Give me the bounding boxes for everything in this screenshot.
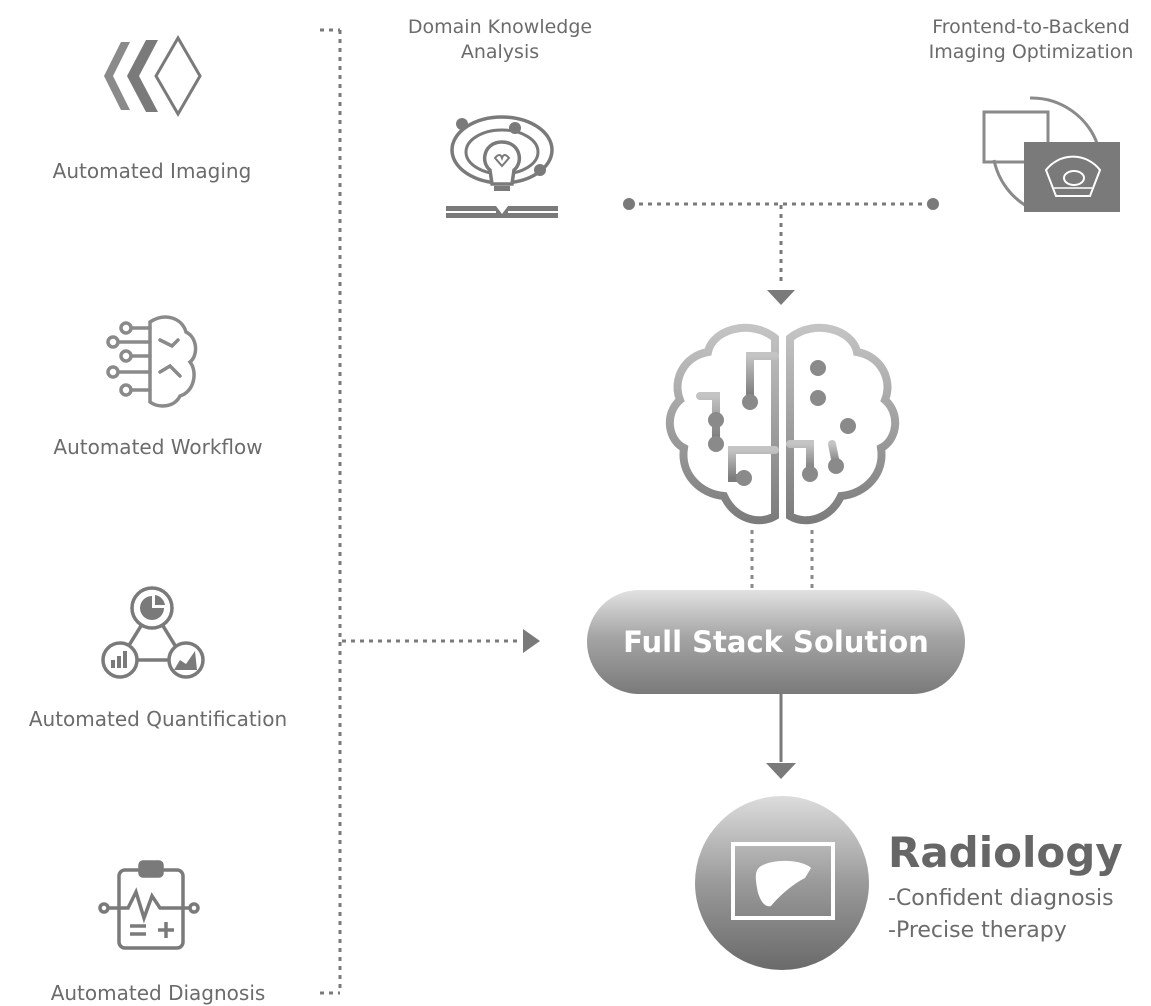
- domain-knowledge-line2: Analysis: [460, 41, 540, 63]
- frontend-backend-title: Frontend-to-Backend Imaging Optimization: [911, 15, 1151, 65]
- circuit-brain-icon: [106, 315, 198, 408]
- radiology-circle: [695, 796, 869, 970]
- ultrasound-screen-icon: [982, 96, 1120, 212]
- connector-dot-left: [623, 198, 635, 210]
- liver-monitor-icon: [731, 842, 835, 920]
- arrow-down-to-radiology: [766, 763, 796, 779]
- radiology-benefit-2: -Precise therapy: [888, 918, 1067, 943]
- domain-knowledge-title: Domain Knowledge Analysis: [380, 15, 620, 65]
- automated-workflow-label: Automated Workflow: [53, 435, 263, 459]
- automated-imaging-label: Automated Imaging: [52, 159, 252, 183]
- full-stack-solution-pill: Full Stack Solution: [587, 590, 965, 694]
- connector-dot-right: [927, 198, 939, 210]
- left-bracket-connector: [320, 28, 522, 995]
- radiology-benefit-1: -Confident diagnosis: [888, 886, 1114, 911]
- frontend-backend-line1: Frontend-to-Backend: [932, 16, 1130, 38]
- arrow-down-to-brain: [767, 290, 795, 305]
- brain-to-solution-connector: [750, 530, 814, 590]
- lightbulb-book-icon: [446, 115, 558, 218]
- ai-brain-icon: [665, 323, 900, 525]
- full-stack-solution-label: Full Stack Solution: [623, 625, 929, 659]
- frontend-backend-line2: Imaging Optimization: [928, 41, 1134, 63]
- automated-quantification-label: Automated Quantification: [28, 707, 288, 731]
- clipboard-ecg-icon: [98, 860, 200, 950]
- domain-knowledge-line1: Domain Knowledge: [407, 16, 593, 38]
- radiology-title: Radiology: [888, 828, 1123, 877]
- top-connector: [630, 202, 933, 285]
- arrow-right-to-solution: [523, 629, 540, 653]
- brain-nodes: [708, 360, 856, 486]
- analytics-triangle-icon: [101, 586, 205, 679]
- chevron-diamond-icon: [104, 35, 202, 117]
- automated-diagnosis-label: Automated Diagnosis: [50, 981, 266, 1005]
